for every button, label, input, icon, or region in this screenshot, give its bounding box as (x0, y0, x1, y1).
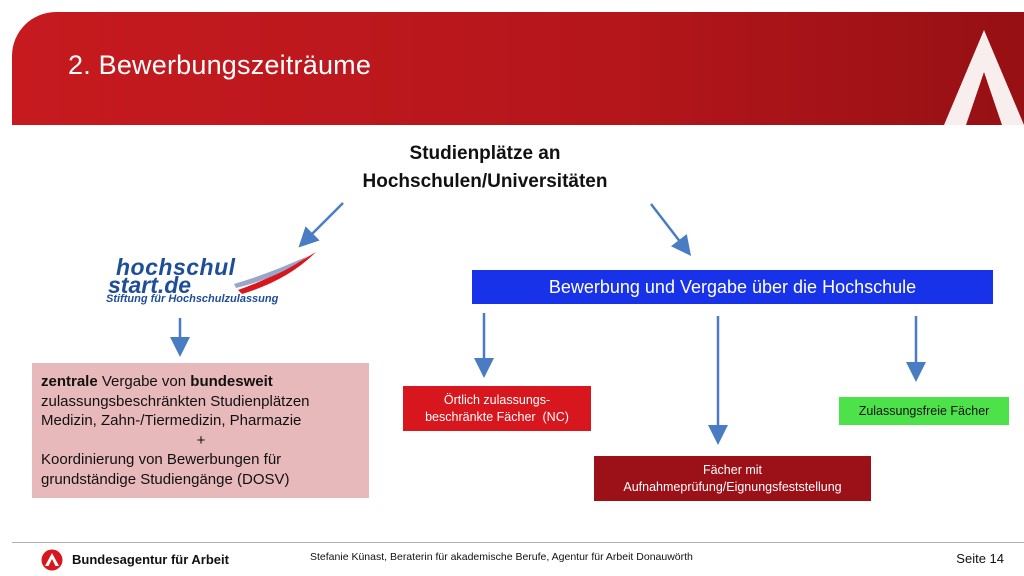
zulassungsfrei-box: Zulassungsfreie Fächer (839, 397, 1009, 425)
slide-title: 2. Bewerbungszeiträume (68, 50, 372, 80)
main-heading: Studienplätze an Hochschulen/Universität… (320, 140, 650, 196)
arrow-to-hochschulstart (298, 202, 344, 248)
hochschulstart-logo: hochschul start.de Stiftung für Hochschu… (100, 250, 320, 310)
logo-tagline: Stiftung für Hochschulzulassung (106, 293, 279, 305)
slide-header: 2. Bewerbungszeiträume (12, 12, 1024, 125)
ba-logo-watermark-icon (944, 30, 1024, 125)
main-heading-line2: Hochschulen/Universitäten (362, 171, 608, 192)
zentrale-vergabe-box: zentrale Vergabe von bundesweit zulassun… (32, 363, 369, 498)
pink-line1-mid: Vergabe von (97, 373, 191, 390)
red-box-line2: beschränkte Fächer (NC) (425, 409, 569, 424)
pink-line5: grundständige Studiengänge (DOSV) (41, 470, 290, 488)
main-heading-line1: Studienplätze an (409, 143, 561, 164)
pink-plus: + (196, 431, 206, 449)
pink-line1-bold-b: bundesweit (190, 373, 273, 390)
pink-line2: zulassungsbeschränkten Studienplätzen (41, 392, 310, 410)
pink-line1: zentrale Vergabe von bundesweit (41, 372, 361, 392)
footer-author: Stefanie Künast, Beraterin für akademisc… (310, 551, 693, 563)
pink-line1-bold-a: zentrale (41, 373, 98, 390)
ba-logo-icon (41, 549, 63, 571)
page-number: Seite 14 (956, 551, 1004, 566)
hochschule-bewerbung-box: Bewerbung und Vergabe über die Hochschul… (472, 270, 993, 304)
red-box-line1: Örtlich zulassungs- (443, 392, 551, 407)
arrow-to-hochschule (650, 203, 692, 256)
dark-box-line2: Aufnahmeprüfung/Eignungsfeststellung (623, 479, 842, 494)
aufnahmepruefung-box: Fächer mit Aufnahmeprüfung/Eignungsfests… (594, 456, 871, 501)
footer-divider (12, 542, 1024, 543)
logo-text-hochschul: hochschul (116, 254, 236, 280)
footer-organisation: Bundesagentur für Arbeit (72, 552, 229, 567)
pink-line3: Medizin, Zahn-/Tiermedizin, Pharmazie (41, 412, 302, 429)
pink-line4: Koordinierung von Bewerbungen für (41, 451, 282, 468)
dark-box-line1: Fächer mit (702, 462, 763, 477)
nc-faecher-box: Örtlich zulassungs- beschränkte Fächer (… (403, 386, 591, 431)
logo-text-start-de: start.de (108, 272, 192, 298)
swoosh-icon (234, 252, 316, 294)
